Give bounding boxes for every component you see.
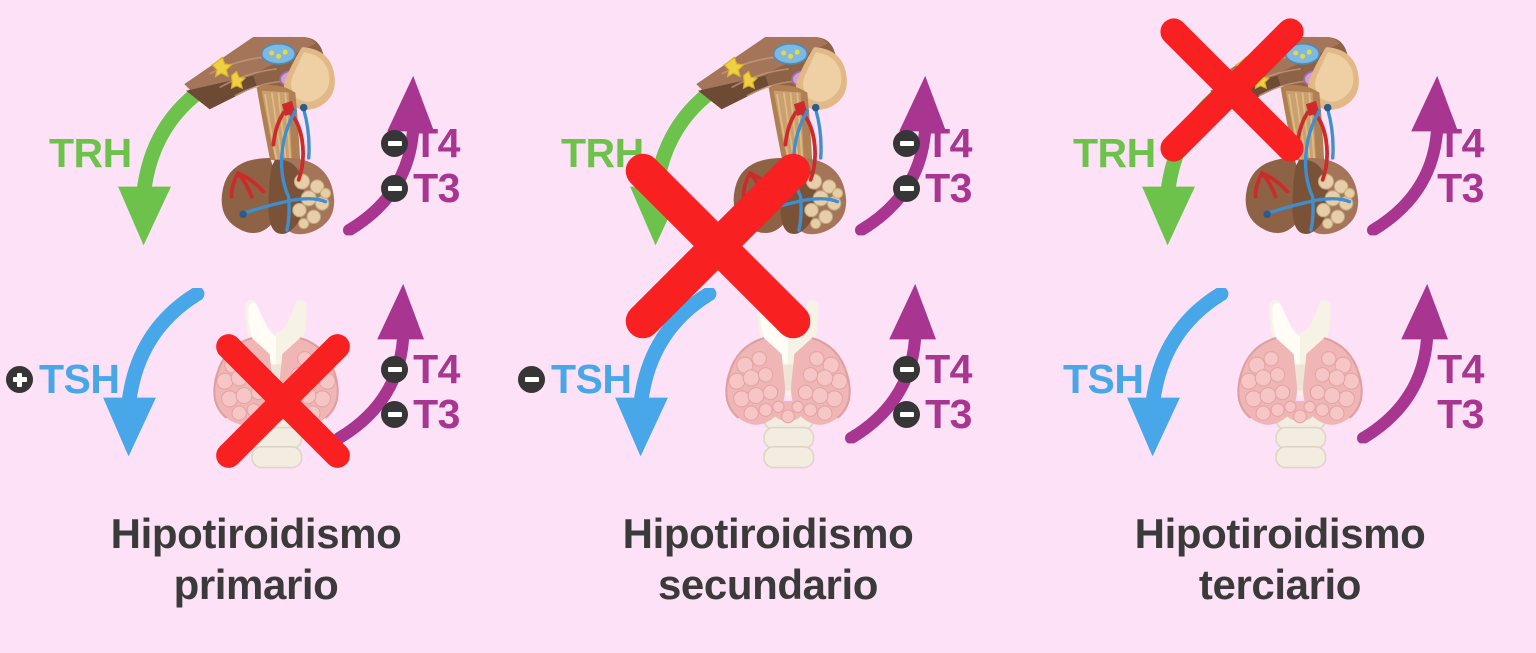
- blocked-hypothalamus-x-icon: [1156, 14, 1308, 166]
- hormone-label-tsh: TSH: [6, 356, 120, 403]
- feedback-item-t4: T4: [381, 347, 460, 391]
- axis-row-hypothalamus-pituitary: TRH T4 T3: [1024, 22, 1536, 277]
- plus-badge-icon: [6, 366, 33, 393]
- hormone-label-trh: TRH: [16, 130, 132, 177]
- feedback-labels-pituitary: T4 T3: [381, 121, 460, 210]
- minus-badge-icon: [893, 130, 921, 158]
- feedback-labels-thyroid: T4 T3: [893, 347, 972, 436]
- feedback-labels-thyroid: T4 T3: [1437, 346, 1484, 438]
- feedback-item-t3: T3: [1437, 391, 1484, 438]
- minus-badge-icon: [893, 356, 921, 384]
- panel-caption: Hipotiroidismo terciario: [1024, 508, 1536, 610]
- panel-caption: Hipotiroidismo primario: [0, 508, 512, 610]
- sign-badge-placeholder: [1040, 140, 1067, 167]
- caption-line-2: terciario: [1198, 561, 1362, 609]
- caption-line-2: primario: [173, 561, 339, 609]
- feedback-labels-pituitary: T4 T3: [1437, 120, 1484, 212]
- panel-hipotiroidismo-primario: TRH T4 T3: [0, 0, 512, 653]
- hormone-label-tsh: TSH: [518, 356, 632, 403]
- caption-line-1: Hipotiroidismo: [110, 510, 402, 557]
- panel-hipotiroidismo-terciario: TRH T4 T3 TSH: [1024, 0, 1536, 653]
- feedback-item-t3: T3: [381, 166, 460, 210]
- blocked-thyroid-x-icon: [212, 330, 354, 472]
- hypothalamus-pituitary-illustration: [176, 32, 344, 242]
- feedback-item-t3: T3: [1437, 165, 1484, 212]
- minus-badge-icon: [893, 175, 921, 203]
- feedback-item-t4: T4: [893, 347, 972, 391]
- sign-badge-placeholder: [528, 140, 555, 167]
- feedback-item-t3: T3: [893, 166, 972, 210]
- sign-badge-placeholder: [1030, 366, 1057, 393]
- minus-badge-icon: [381, 401, 409, 429]
- caption-line-2: secundario: [657, 561, 879, 609]
- axis-row-thyroid: TSH T4 T3: [1024, 268, 1536, 493]
- axis-row-thyroid: TSH T4 T3: [512, 268, 1024, 493]
- minus-badge-icon: [518, 366, 545, 393]
- axis-row-hypothalamus-pituitary: TRH T4 T3: [512, 22, 1024, 277]
- minus-badge-icon: [893, 401, 921, 429]
- feedback-labels-pituitary: T4 T3: [893, 121, 972, 210]
- feedback-item-t3: T3: [381, 392, 460, 436]
- feedback-item-t4: T4: [381, 121, 460, 165]
- panel-caption: Hipotiroidismo secundario: [512, 508, 1024, 610]
- feedback-item-t3: T3: [893, 392, 972, 436]
- panel-hipotiroidismo-secundario: TRH T4 T3: [512, 0, 1024, 653]
- axis-row-thyroid: TSH T4 T3: [0, 268, 512, 493]
- minus-badge-icon: [381, 130, 409, 158]
- minus-badge-icon: [381, 356, 409, 384]
- negative-feedback-arrow-thyroid: [1344, 278, 1448, 444]
- hormone-label-trh: TRH: [1040, 130, 1156, 177]
- feedback-item-t4: T4: [1437, 346, 1484, 392]
- hormone-label-tsh: TSH: [1030, 356, 1144, 403]
- axis-row-hypothalamus-pituitary: TRH T4 T3: [0, 22, 512, 277]
- feedback-labels-thyroid: T4 T3: [381, 347, 460, 436]
- feedback-item-t4: T4: [893, 121, 972, 165]
- caption-line-1: Hipotiroidismo: [622, 510, 914, 557]
- feedback-item-t4: T4: [1437, 120, 1484, 166]
- blocked-pituitary-x-icon: [620, 148, 816, 344]
- sign-badge-placeholder: [16, 140, 43, 167]
- minus-badge-icon: [381, 175, 409, 203]
- caption-line-1: Hipotiroidismo: [1134, 510, 1426, 557]
